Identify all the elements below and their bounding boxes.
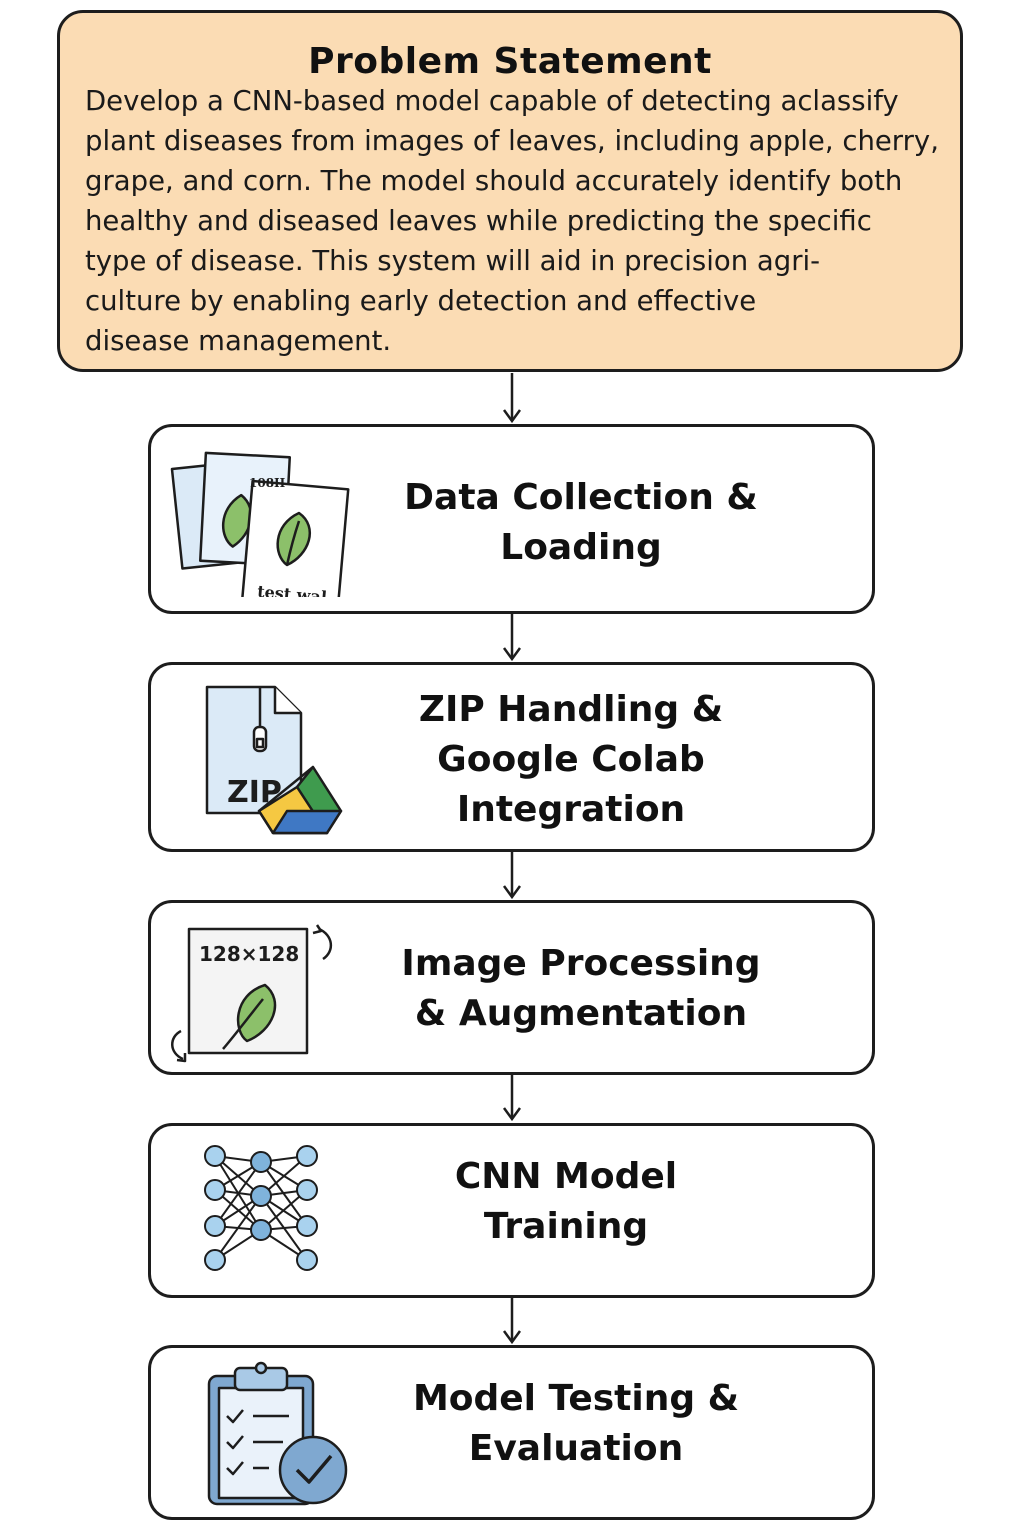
step-title-line: & Augmentation	[414, 993, 748, 1034]
step-title-line: ZIP Handling &	[418, 689, 724, 730]
step-title-line: Integration	[456, 789, 686, 830]
arrow-connector	[502, 614, 522, 662]
step-title-line: Google Colab	[437, 739, 705, 780]
problem-text-line: grape, and corn. The model should accura…	[85, 165, 903, 197]
problem-text-line: culture by enabling early detection and …	[85, 285, 757, 317]
clipboard-check-icon	[207, 1361, 348, 1506]
step-title: Model Testing & Evaluation	[381, 1374, 771, 1474]
problem-title: Problem Statement	[308, 41, 712, 82]
step-title: ZIP Handling & Google Colab Integration	[381, 685, 761, 835]
icon-zip-label: ZIP	[227, 775, 282, 810]
image-files-icon: 108II test wal	[170, 451, 350, 597]
problem-text-line: plant diseases from images of leaves, in…	[85, 125, 939, 157]
step-model-testing: Model Testing & Evaluation	[148, 1345, 875, 1520]
step-title-line: Image Processing	[401, 943, 761, 984]
step-title: CNN Model Training	[381, 1152, 751, 1252]
zip-drive-icon: ZIP	[205, 685, 343, 835]
problem-text-line: type of disease. This system will aid in…	[85, 245, 821, 277]
step-cnn-training: CNN Model Training	[148, 1123, 875, 1298]
problem-statement-box: Problem Statement Develop a CNN-based mo…	[57, 10, 963, 372]
step-title: Data Collection & Loading	[381, 473, 781, 573]
problem-text-line: Develop a CNN-based model capable of det…	[85, 85, 899, 117]
neural-network-icon	[204, 1145, 318, 1271]
arrow-connector	[502, 373, 522, 424]
arrow-connector	[502, 1298, 522, 1345]
resize-image-icon: 128×128	[171, 924, 332, 1063]
icon-size-label: 128×128	[199, 942, 299, 966]
step-data-collection: 108II test wal Data Collection & Loading	[148, 424, 875, 614]
step-title-line: Data Collection &	[404, 477, 758, 518]
step-title-line: Evaluation	[468, 1428, 684, 1469]
arrow-connector	[502, 852, 522, 900]
step-title-line: Model Testing &	[412, 1378, 740, 1419]
problem-text-line: healthy and diseased leaves while predic…	[85, 205, 872, 237]
step-title-line: Training	[483, 1206, 649, 1247]
step-title-line: CNN Model	[454, 1156, 678, 1197]
step-title: Image Processing & Augmentation	[381, 939, 781, 1039]
step-image-processing: 128×128 Image Processing & Augmentation	[148, 900, 875, 1075]
icon-text-top: 108II	[249, 476, 286, 490]
icon-text-bottom: test wal	[257, 582, 328, 597]
problem-text-line: disease management.	[85, 325, 392, 357]
step-title-line: Loading	[500, 527, 662, 568]
step-zip-handling: ZIP ZIP Handling & Google Colab Integrat…	[148, 662, 875, 852]
arrow-connector	[502, 1075, 522, 1122]
